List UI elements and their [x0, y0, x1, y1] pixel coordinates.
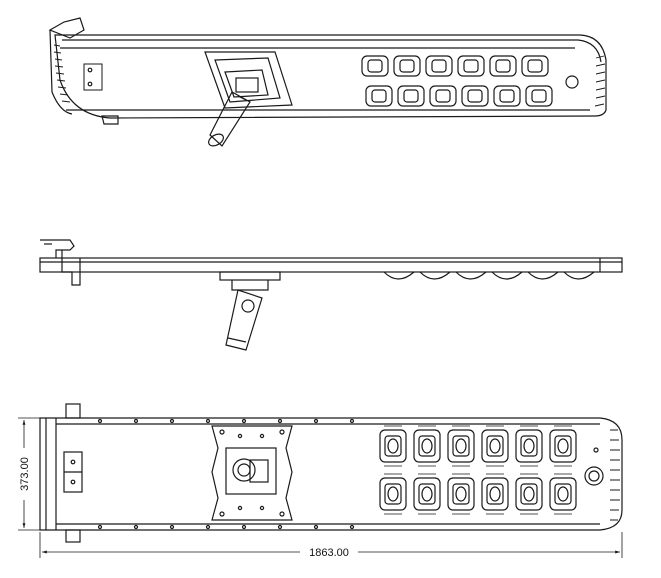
led-module-perspective — [361, 55, 389, 77]
led-module-perspective — [489, 55, 517, 77]
rivet — [97, 524, 103, 530]
led-bump — [455, 271, 487, 280]
rivet — [169, 418, 175, 424]
perspective-led-array — [361, 55, 553, 107]
length-dimension-label: 1863.00 — [309, 547, 349, 559]
led-module — [447, 425, 475, 467]
led-module — [379, 473, 407, 515]
rivet — [241, 524, 247, 530]
rivet — [205, 524, 211, 530]
led-module — [549, 425, 577, 467]
rivet — [241, 418, 247, 424]
led-module — [515, 425, 543, 467]
led-module-perspective — [425, 55, 453, 77]
led-module-perspective — [457, 55, 485, 77]
led-module — [413, 425, 441, 467]
rivet — [133, 524, 139, 530]
right-fins — [594, 55, 606, 107]
rivet — [169, 524, 175, 530]
perspective-view — [48, 17, 607, 147]
rivet — [349, 418, 355, 424]
left-fins — [53, 44, 71, 103]
rivet — [277, 524, 283, 530]
led-bump — [419, 271, 451, 280]
pole-tube — [208, 91, 251, 147]
led-module-perspective — [461, 85, 489, 107]
controller-box — [83, 63, 103, 91]
led-module — [481, 425, 509, 467]
led-bump — [383, 271, 415, 280]
led-module — [549, 473, 577, 515]
width-dimension-label: 373.00 — [19, 457, 31, 491]
sensor-perspective — [565, 75, 579, 89]
edge-rivets — [97, 418, 355, 530]
top-view — [39, 403, 623, 543]
led-module-perspective — [521, 55, 549, 77]
led-module-perspective — [393, 55, 421, 77]
rivet — [133, 418, 139, 424]
sensor-top — [584, 466, 604, 486]
led-module — [515, 473, 543, 515]
rivet — [349, 524, 355, 530]
led-bump — [491, 271, 523, 280]
top-led-array — [379, 425, 577, 515]
led-module-perspective — [365, 85, 393, 107]
led-module — [447, 473, 475, 515]
led-module-perspective — [397, 85, 425, 107]
led-module — [379, 425, 407, 467]
mount-bracket — [204, 51, 293, 109]
led-module-perspective — [525, 85, 553, 107]
rivet — [313, 524, 319, 530]
led-bump — [563, 271, 595, 280]
led-module-perspective — [493, 85, 521, 107]
rivet — [313, 418, 319, 424]
rivet — [205, 418, 211, 424]
rivet — [97, 418, 103, 424]
led-module — [413, 473, 441, 515]
rivet — [277, 418, 283, 424]
led-module — [481, 473, 509, 515]
led-module-perspective — [429, 85, 457, 107]
mount-plate — [211, 425, 293, 521]
side-led-bumps — [383, 271, 595, 280]
side-view — [39, 239, 623, 351]
led-bump — [527, 271, 559, 280]
